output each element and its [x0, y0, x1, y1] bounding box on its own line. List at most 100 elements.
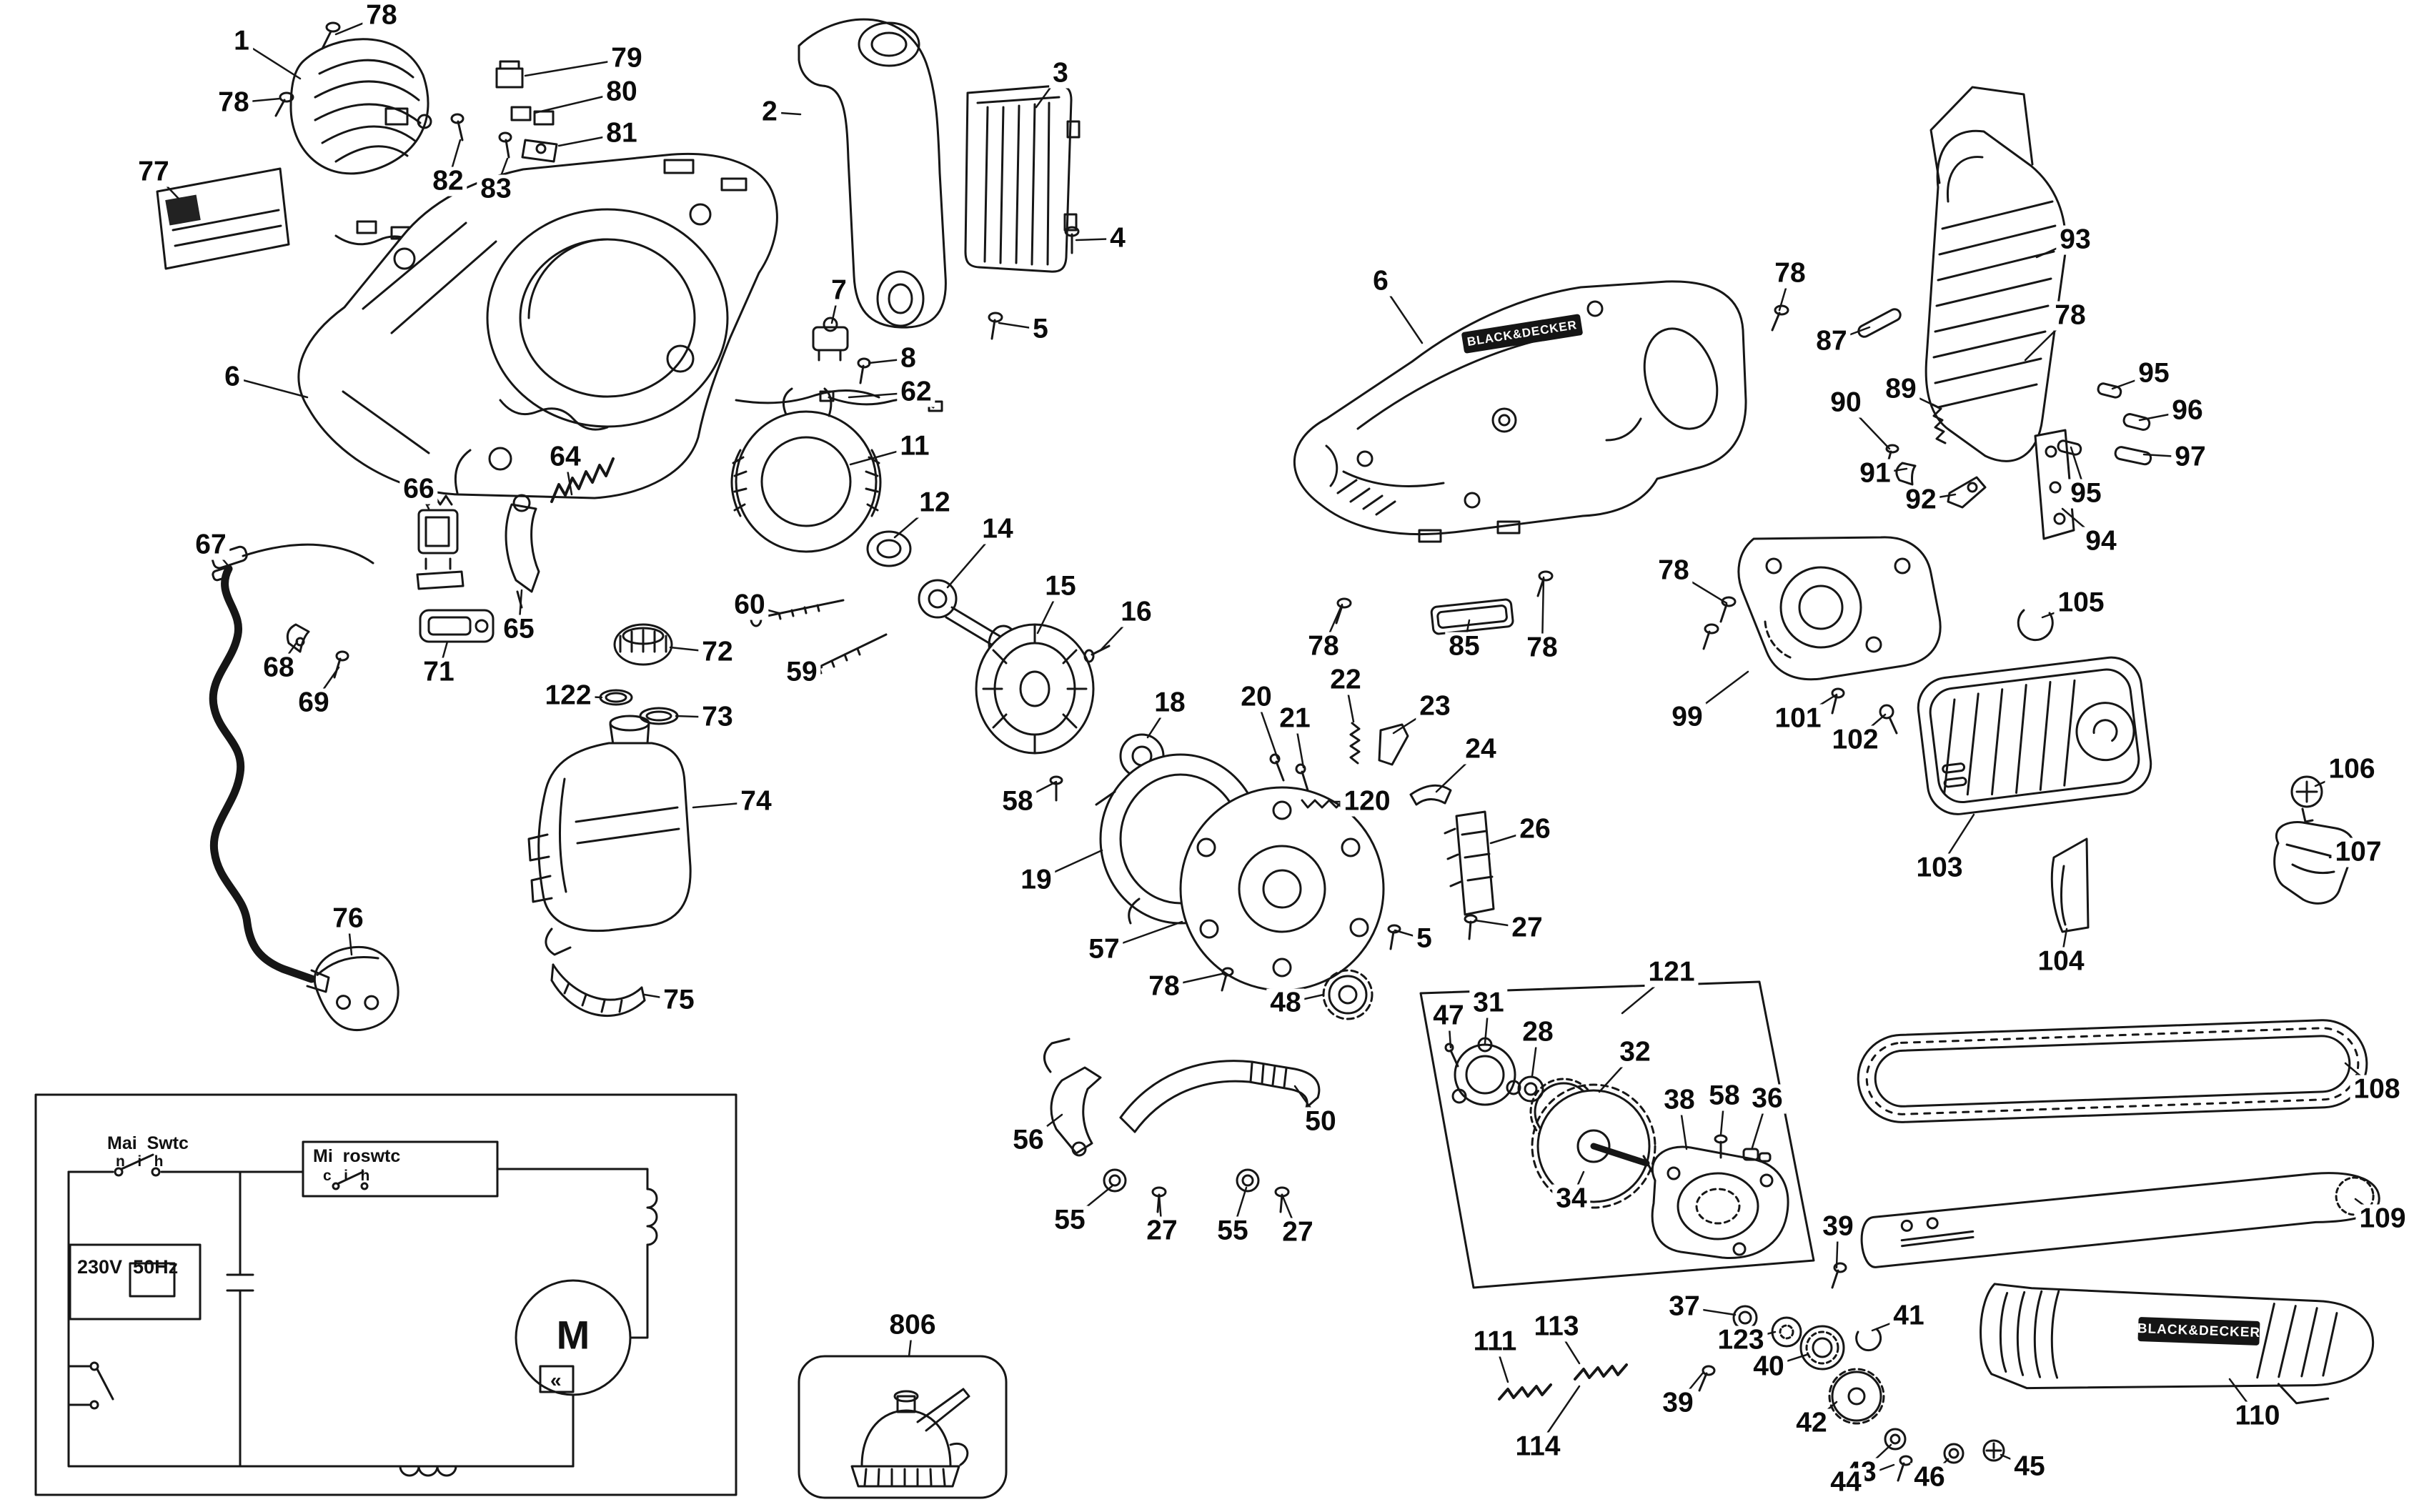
- chain-cover-art: [1980, 1283, 2375, 1405]
- part-callout-78: 78: [362, 1, 401, 31]
- part-callout-95: 95: [2067, 479, 2105, 509]
- part-callout-76: 76: [329, 904, 367, 934]
- part-callout-15: 15: [1041, 572, 1080, 602]
- part-callout-111: 111: [1469, 1327, 1521, 1357]
- oil-can-art: [798, 1355, 1008, 1499]
- part-callout-97: 97: [2171, 442, 2210, 472]
- handle-bar-art: [1043, 1038, 1321, 1213]
- part-callout-75: 75: [660, 985, 698, 1015]
- part-callout-74: 74: [737, 787, 775, 817]
- part-callout-28: 28: [1519, 1018, 1557, 1048]
- part-callout-73: 73: [698, 702, 737, 732]
- part-callout-101: 101: [1771, 704, 1825, 734]
- part-callout-67: 67: [192, 530, 230, 560]
- wiring-motor-label: M: [556, 1312, 590, 1358]
- part-callout-78: 78: [2051, 301, 2090, 331]
- part-callout-93: 93: [2056, 225, 2095, 255]
- part-callout-77: 77: [134, 157, 173, 187]
- part-callout-104: 104: [2034, 947, 2088, 977]
- part-callout-47: 47: [1429, 1001, 1468, 1031]
- part-callout-72: 72: [698, 637, 737, 667]
- part-callout-12: 12: [915, 488, 954, 518]
- front-handle-art: [798, 18, 947, 329]
- side-cover-art: [1917, 656, 2355, 933]
- part-callout-64: 64: [546, 442, 585, 472]
- part-callout-50: 50: [1301, 1107, 1340, 1137]
- part-callout-113: 113: [1530, 1312, 1583, 1342]
- part-callout-82: 82: [429, 166, 467, 197]
- part-callout-58: 58: [1705, 1081, 1744, 1111]
- rotor-clutch-art: [866, 530, 1165, 779]
- part-callout-55: 55: [1213, 1216, 1252, 1246]
- part-callout-102: 102: [1828, 725, 1882, 755]
- part-callout-27: 27: [1143, 1216, 1181, 1246]
- part-callout-78: 78: [1304, 632, 1343, 662]
- part-callout-16: 16: [1117, 597, 1156, 627]
- part-callout-41: 41: [1889, 1301, 1928, 1331]
- part-callout-34: 34: [1552, 1184, 1591, 1214]
- part-callout-69: 69: [294, 688, 333, 718]
- part-callout-114: 114: [1511, 1432, 1564, 1462]
- gear-kit-art: [1419, 980, 1847, 1289]
- part-callout-14: 14: [978, 514, 1017, 544]
- stator-art: [730, 387, 882, 553]
- part-callout-99: 99: [1668, 702, 1707, 732]
- part-callout-94: 94: [2082, 527, 2120, 557]
- part-callout-6: 6: [1369, 267, 1392, 297]
- brake-parts-art: [1049, 722, 1495, 940]
- part-callout-83: 83: [477, 174, 515, 204]
- brake-plate-art: [1737, 536, 2054, 735]
- part-callout-45: 45: [2010, 1452, 2049, 1482]
- part-callout-65: 65: [500, 615, 538, 645]
- sprocket-hardware-art: [1498, 1305, 2005, 1482]
- part-callout-96: 96: [2168, 396, 2207, 426]
- part-callout-120: 120: [1340, 787, 1394, 817]
- hand-guard-art: [964, 84, 1081, 340]
- part-callout-55: 55: [1050, 1205, 1089, 1235]
- part-callout-32: 32: [1616, 1038, 1654, 1068]
- part-callout-21: 21: [1276, 704, 1314, 734]
- part-callout-39: 39: [1659, 1388, 1697, 1418]
- part-callout-81: 81: [602, 119, 641, 149]
- part-callout-103: 103: [1912, 853, 1967, 883]
- leader-line: [231, 376, 309, 399]
- wiring-label-main-switch: Mai Swtc: [107, 1133, 189, 1153]
- part-callout-89: 89: [1882, 374, 1920, 404]
- part-callout-20: 20: [1237, 682, 1276, 712]
- part-callout-19: 19: [1017, 865, 1055, 895]
- part-callout-85: 85: [1445, 632, 1484, 662]
- part-callout-39: 39: [1819, 1212, 1857, 1242]
- part-callout-27: 27: [1278, 1218, 1317, 1248]
- part-callout-6: 6: [221, 362, 244, 392]
- wiring-label-micro-switch: Mi roswtc: [313, 1146, 401, 1166]
- part-callout-62: 62: [897, 377, 935, 407]
- part-callout-46: 46: [1910, 1463, 1949, 1493]
- grill-cover-art: [274, 21, 429, 175]
- part-callout-40: 40: [1749, 1352, 1788, 1382]
- part-callout-23: 23: [1416, 692, 1454, 722]
- part-callout-78: 78: [1771, 259, 1809, 289]
- part-callout-806: 806: [885, 1310, 940, 1341]
- wiring-label-micro-switch-sub: c i h: [323, 1168, 370, 1184]
- wiring-motor-tag: «: [550, 1369, 562, 1391]
- wiring-label-voltage: 230V 50Hz: [77, 1256, 179, 1278]
- part-callout-71: 71: [419, 657, 458, 687]
- part-callout-68: 68: [259, 653, 298, 683]
- part-callout-87: 87: [1812, 327, 1851, 357]
- part-callout-48: 48: [1266, 988, 1305, 1018]
- part-callout-26: 26: [1516, 815, 1554, 845]
- part-callout-4: 4: [1106, 224, 1129, 254]
- part-callout-57: 57: [1085, 935, 1123, 965]
- part-callout-36: 36: [1748, 1084, 1787, 1114]
- part-callout-92: 92: [1902, 485, 1940, 515]
- part-callout-95: 95: [2135, 359, 2173, 389]
- clutch-cover-art: [1095, 753, 1401, 1020]
- guide-bar-art: [1860, 1172, 2380, 1268]
- part-callout-3: 3: [1049, 59, 1072, 89]
- part-callout-5: 5: [1029, 314, 1052, 344]
- part-callout-121: 121: [1644, 958, 1699, 988]
- part-callout-7: 7: [828, 276, 850, 306]
- brand-label-chain-cover: BLACK&DECKER: [2137, 1317, 2261, 1346]
- part-callout-78: 78: [1523, 633, 1561, 663]
